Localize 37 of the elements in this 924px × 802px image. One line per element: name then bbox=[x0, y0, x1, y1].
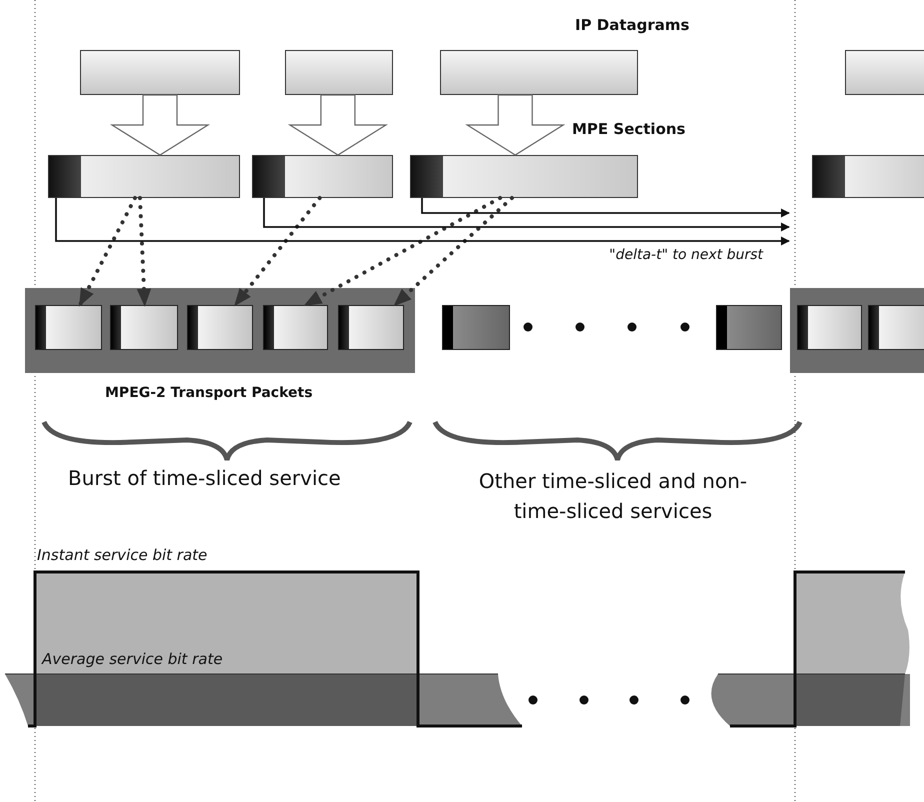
arrow bbox=[55, 198, 790, 246]
ip-datagram-box bbox=[80, 50, 240, 95]
transport-packet-box bbox=[716, 305, 782, 350]
row-title: MPE Sections bbox=[572, 120, 686, 138]
transport-packet-box bbox=[187, 305, 253, 350]
block-arrow bbox=[465, 94, 566, 156]
burst-band bbox=[25, 288, 415, 373]
arrow bbox=[421, 198, 790, 218]
transport-packet-box bbox=[110, 305, 178, 350]
mpe-section-box bbox=[812, 155, 924, 198]
ip-datagram-box bbox=[440, 50, 638, 95]
brace-caption: Burst of time-sliced service bbox=[68, 466, 341, 490]
mpe-section-box bbox=[410, 155, 638, 198]
ip-datagram-box bbox=[285, 50, 393, 95]
transport-packet-box bbox=[442, 305, 510, 350]
graph-label: Average service bit rate bbox=[42, 650, 223, 668]
burst-band bbox=[790, 288, 924, 373]
transport-packet-box bbox=[338, 305, 404, 350]
mpe-section-box bbox=[48, 155, 240, 198]
dotted-arrow bbox=[78, 196, 137, 307]
transport-packet-box bbox=[797, 305, 862, 350]
row-title: IP Datagrams bbox=[575, 16, 690, 34]
dotted-arrow bbox=[303, 196, 502, 307]
arrow bbox=[263, 198, 790, 232]
dotted-arrow bbox=[233, 196, 322, 307]
block-arrow bbox=[110, 94, 210, 156]
ip-datagram-box bbox=[845, 50, 924, 95]
dotted-arrow bbox=[136, 196, 152, 307]
graph-label: Instant service bit rate bbox=[37, 546, 208, 564]
mpe-section-box bbox=[252, 155, 393, 198]
row-title: MPEG-2 Transport Packets bbox=[105, 385, 313, 401]
block-arrow bbox=[288, 94, 388, 156]
transport-packet-box bbox=[35, 305, 102, 350]
transport-packet-box bbox=[868, 305, 924, 350]
dotted-arrow bbox=[392, 196, 514, 307]
transport-packet-box bbox=[263, 305, 328, 350]
brace-caption: Other time-sliced and non-time-sliced services bbox=[478, 468, 748, 525]
